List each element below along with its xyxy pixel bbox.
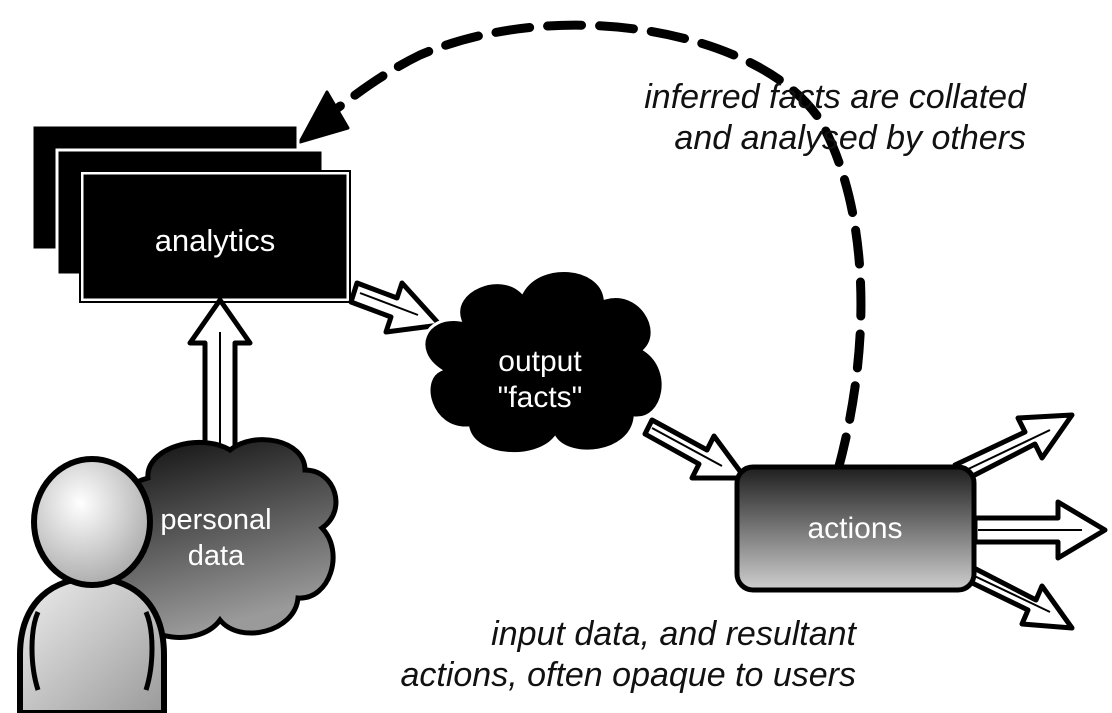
actions-label: actions: [807, 512, 902, 545]
user-arm-left: [29, 610, 41, 691]
personal-label-line2: data: [188, 540, 245, 572]
arrow-actions-out-down-core: [965, 571, 1051, 613]
output-facts-cloud: output "facts": [422, 269, 665, 456]
arrow-output-to-actions-core: [651, 427, 723, 467]
output-label-line1: output: [498, 345, 582, 378]
arrow-output-to-actions: [642, 417, 748, 481]
analytics-box-outline: [79, 170, 351, 303]
caption-top-line2: and analysed by others: [674, 119, 1026, 157]
actions-box-rect: [734, 464, 977, 593]
analytics-label: analytics: [155, 223, 276, 258]
analytics-stack: analytics: [30, 123, 351, 303]
analytics-box-front: [80, 171, 350, 302]
caption-bottom-line2: actions, often opaque to users: [400, 656, 856, 694]
caption-bottom: input data, and resultant actions, often…: [400, 614, 856, 696]
actions-box: actions: [734, 464, 977, 593]
feedback-arc-dashed: [330, 20, 866, 475]
output-label-line2: "facts": [498, 381, 583, 414]
arrow-actions-out-up-core: [961, 429, 1051, 473]
arrow-analytics-to-output-core: [359, 292, 419, 316]
user-arm-right: [143, 610, 155, 691]
user-body: [17, 574, 167, 713]
caption-bottom-line1: input data, and resultant: [491, 615, 856, 653]
caption-top-line1: inferred facts are collated: [644, 78, 1026, 116]
feedback-arrowhead: [298, 90, 350, 144]
personal-label-line1: personal: [160, 504, 271, 536]
user-head: [31, 456, 153, 588]
caption-top: inferred facts are collated and analysed…: [644, 77, 1026, 159]
output-cloud-shape: [422, 269, 665, 456]
user-icon: [17, 456, 167, 713]
